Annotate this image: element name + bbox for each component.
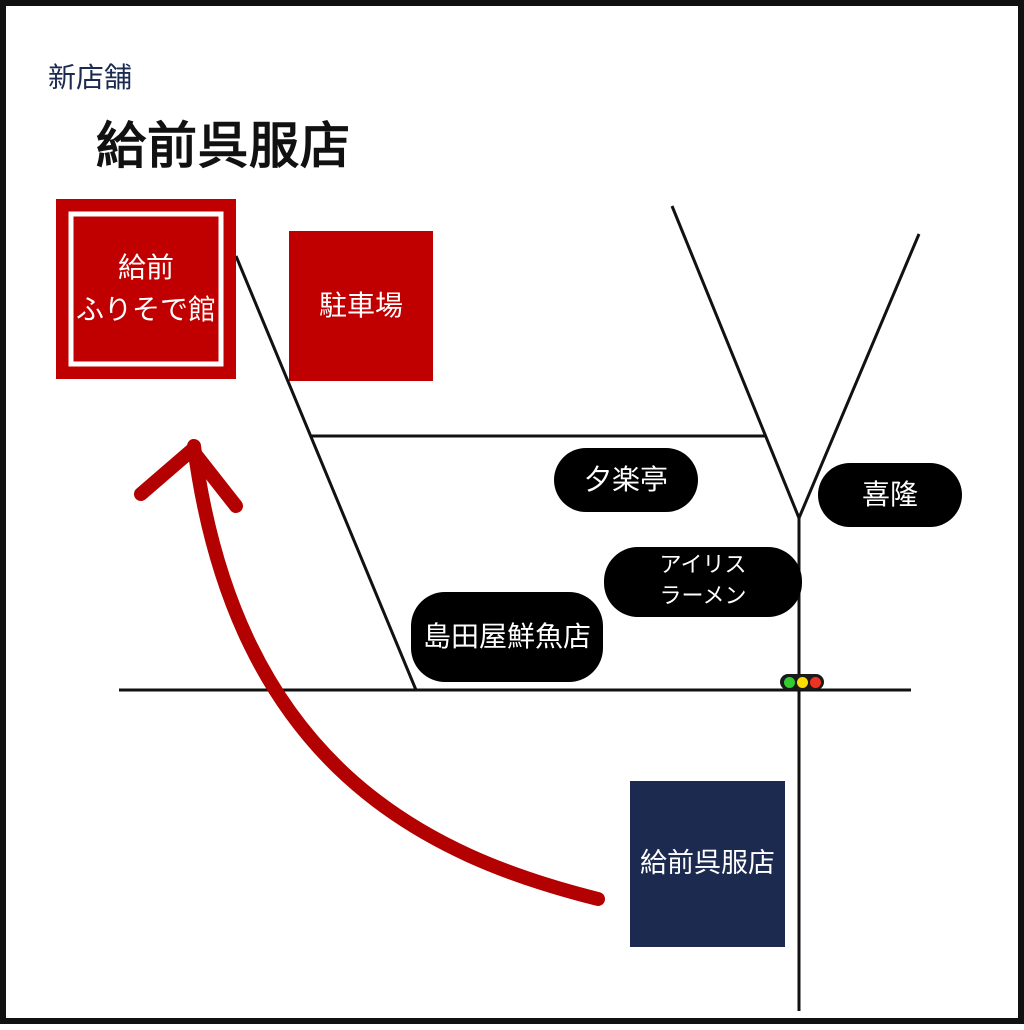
road-diagonal-left (234, 255, 418, 691)
subtitle: 新店舗 (48, 61, 133, 94)
curved-arrow-icon (187, 439, 605, 906)
traffic-light-red-lamp (809, 676, 821, 688)
furisode-hall-name-line1: 給前 (117, 251, 174, 284)
traffic-light-icon (780, 674, 824, 690)
furisode-hall-block (56, 199, 236, 379)
road-fork-right (797, 233, 921, 519)
shop-iris-ramen[interactable]: アイリス ラーメン (604, 547, 802, 617)
road-fork-left (670, 205, 801, 519)
arrow-head (134, 443, 243, 513)
traffic-light-green-lamp (783, 676, 795, 688)
road-network (56, 199, 921, 1011)
current-store-label[interactable]: 給前呉服店 (640, 847, 775, 879)
iris-ramen-line2: ラーメン (659, 584, 747, 609)
current-store-block (630, 781, 785, 947)
furisode-hall-inner-frame (68, 211, 224, 367)
shop-kiryuu[interactable]: 喜隆 (818, 463, 962, 527)
furisode-hall-label[interactable]: 給前 ふりそで館 (56, 234, 236, 344)
traffic-light-yellow-lamp (796, 676, 808, 688)
parking-block (289, 231, 433, 381)
iris-ramen-line1: アイリス (659, 553, 747, 579)
page-title: 給前呉服店 (96, 116, 351, 175)
furisode-hall-name-line2: ふりそで館 (75, 293, 216, 326)
shop-yuurakutei[interactable]: 夕楽亭 (554, 448, 698, 512)
shop-shimadaya[interactable]: 島田屋鮮魚店 (411, 592, 603, 682)
parking-label[interactable]: 駐車場 (318, 289, 403, 322)
